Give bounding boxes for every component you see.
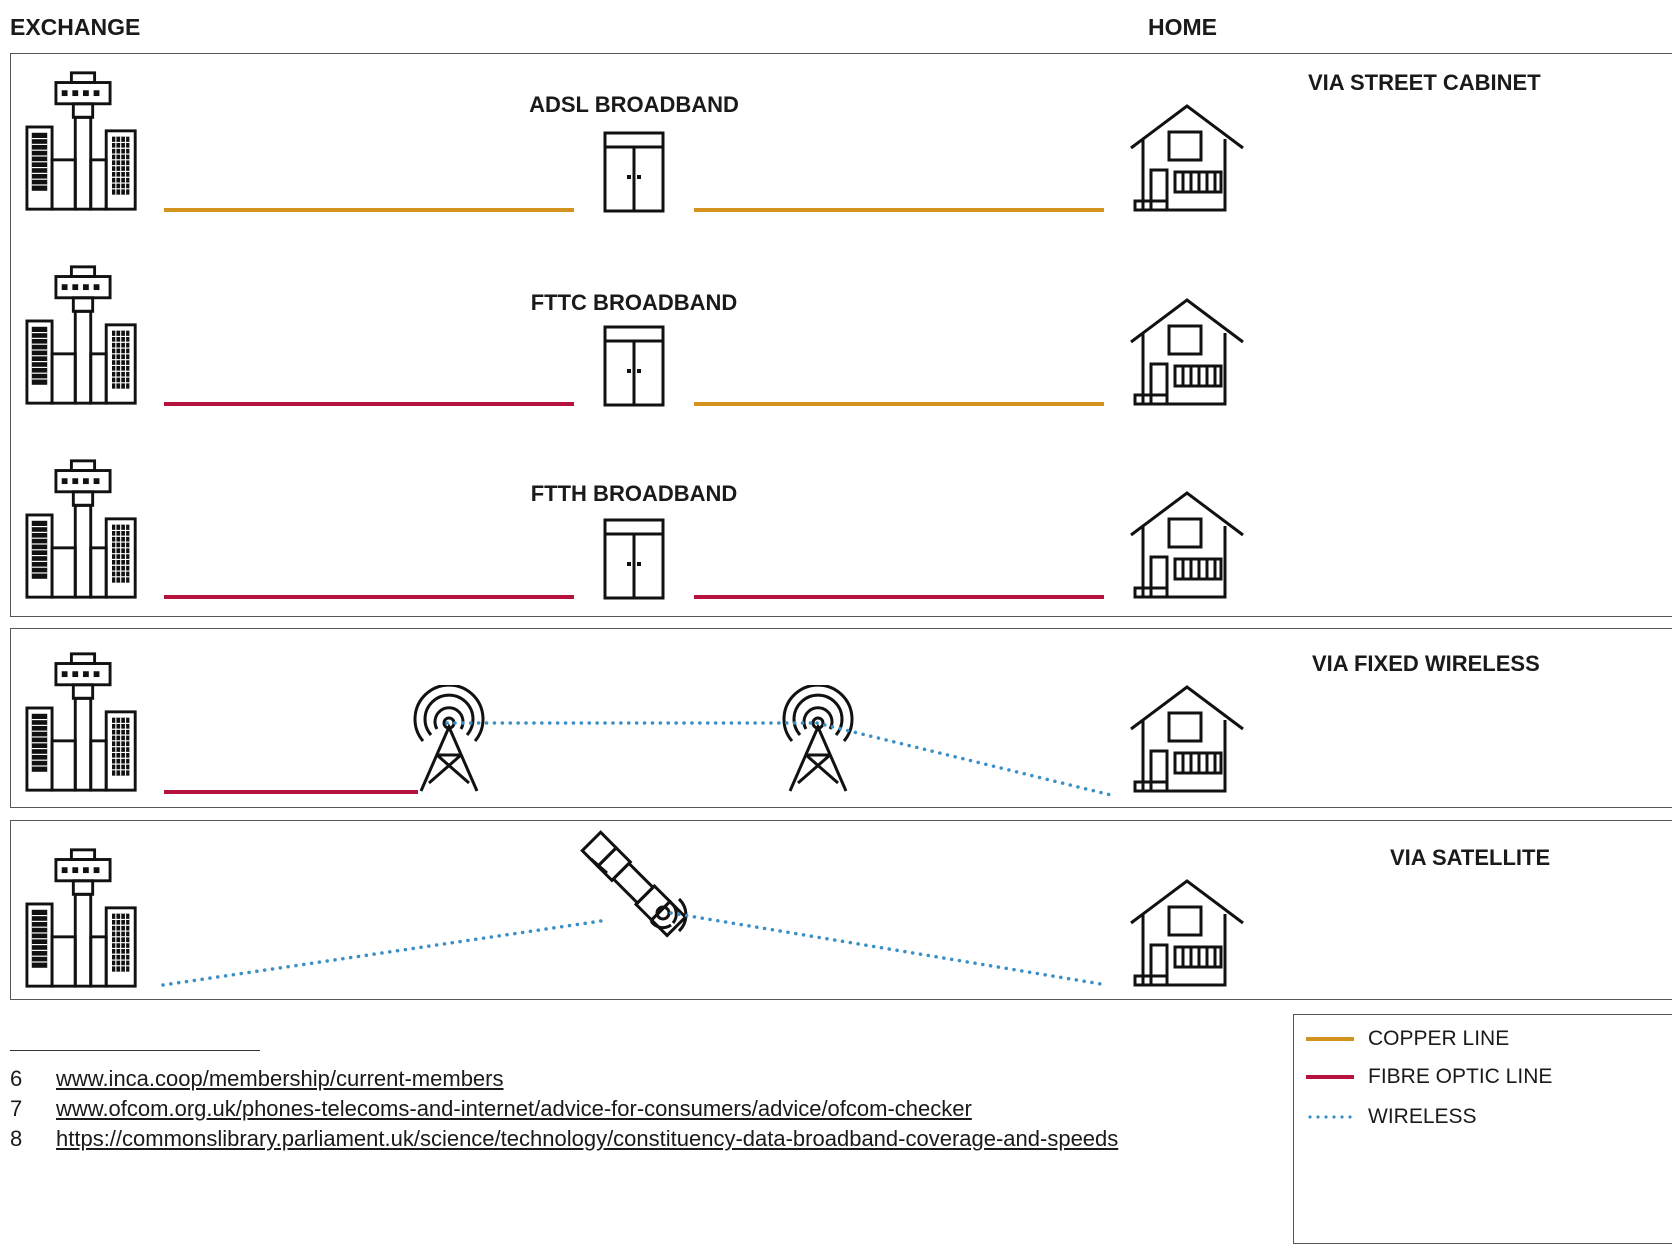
exchange-to-satellite-wireless-link (161, 919, 603, 987)
footnote-6: 6 www.inca.coop/membership/current-member… (10, 1066, 504, 1092)
exchange-building-icon (25, 264, 141, 406)
footnote-number: 8 (10, 1126, 23, 1151)
legend-label: WIRELESS (1368, 1105, 1477, 1128)
footnote-link[interactable]: www.ofcom.org.uk/phones-telecoms-and-int… (56, 1096, 972, 1121)
street-cabinet-panel: VIA STREET CABINET ADSL BROADBAND FTTC B… (10, 53, 1672, 617)
footnote-divider (10, 1050, 260, 1051)
exchange-building-icon (25, 651, 141, 793)
legend-label: FIBRE OPTIC LINE (1368, 1065, 1553, 1088)
exchange-building-icon (25, 70, 141, 212)
footnote-number: 7 (10, 1096, 23, 1121)
footnote-link[interactable]: https://commonslibrary.parliament.uk/sci… (56, 1126, 1119, 1151)
fttc-exchange-cabinet-fibre-line (164, 402, 574, 406)
exchange-mast-fibre-line (164, 790, 418, 794)
adsl-exchange-cabinet-copper-line (164, 208, 574, 212)
exchange-building-icon (25, 847, 141, 989)
radio-mast-icon (778, 685, 858, 795)
house-icon (1129, 491, 1245, 601)
house-icon (1129, 104, 1245, 214)
exchange-column-heading: EXCHANGE (10, 14, 141, 40)
footnote-number: 6 (10, 1066, 23, 1091)
legend-label: COPPER LINE (1368, 1027, 1510, 1050)
fttc-cabinet-home-copper-line (694, 402, 1104, 406)
satellite-title: VIA SATELLITE (1390, 845, 1551, 870)
legend-item-copper: COPPER LINE (1306, 1027, 1509, 1051)
street-cabinet-icon (603, 131, 665, 213)
adsl-cabinet-home-copper-line (694, 208, 1104, 212)
footnote-8: 8 https://commonslibrary.parliament.uk/sc… (10, 1126, 1118, 1152)
mast-to-home-wireless-link (815, 721, 1113, 797)
fixed-wireless-title: VIA FIXED WIRELESS (1312, 651, 1540, 676)
street-cabinet-title: VIA STREET CABINET (1308, 70, 1541, 95)
satellite-panel: VIA SATELLITE (10, 820, 1672, 1000)
adsl-row-label: ADSL BROADBAND (529, 92, 739, 117)
legend: COPPER LINE FIBRE OPTIC LINE WIRELESS (1293, 1014, 1672, 1244)
ftth-row-label: FTTH BROADBAND (530, 481, 738, 506)
wireless-swatch (1306, 1115, 1354, 1119)
satellite-icon (571, 821, 701, 951)
fixed-wireless-panel: VIA FIXED WIRELESS (10, 628, 1672, 808)
house-icon (1129, 298, 1245, 408)
ftth-exchange-cabinet-fibre-line (164, 595, 574, 599)
home-column-heading: HOME (1148, 14, 1217, 40)
street-cabinet-icon (603, 325, 665, 407)
fibre-line-swatch (1306, 1075, 1354, 1079)
satellite-to-home-wireless-link (669, 911, 1109, 987)
ftth-cabinet-home-fibre-line (694, 595, 1104, 599)
copper-line-swatch (1306, 1037, 1354, 1041)
footnote-7: 7 www.ofcom.org.uk/phones-telecoms-and-in… (10, 1096, 972, 1122)
fttc-row-label: FTTC BROADBAND (530, 290, 738, 315)
footnote-link[interactable]: www.inca.coop/membership/current-members (56, 1066, 504, 1091)
street-cabinet-icon (603, 518, 665, 600)
legend-item-fibre: FIBRE OPTIC LINE (1306, 1065, 1552, 1089)
legend-item-wireless: WIRELESS (1306, 1105, 1477, 1129)
house-icon (1129, 879, 1245, 989)
radio-mast-icon (409, 685, 489, 795)
exchange-building-icon (25, 458, 141, 600)
house-icon (1129, 685, 1245, 795)
